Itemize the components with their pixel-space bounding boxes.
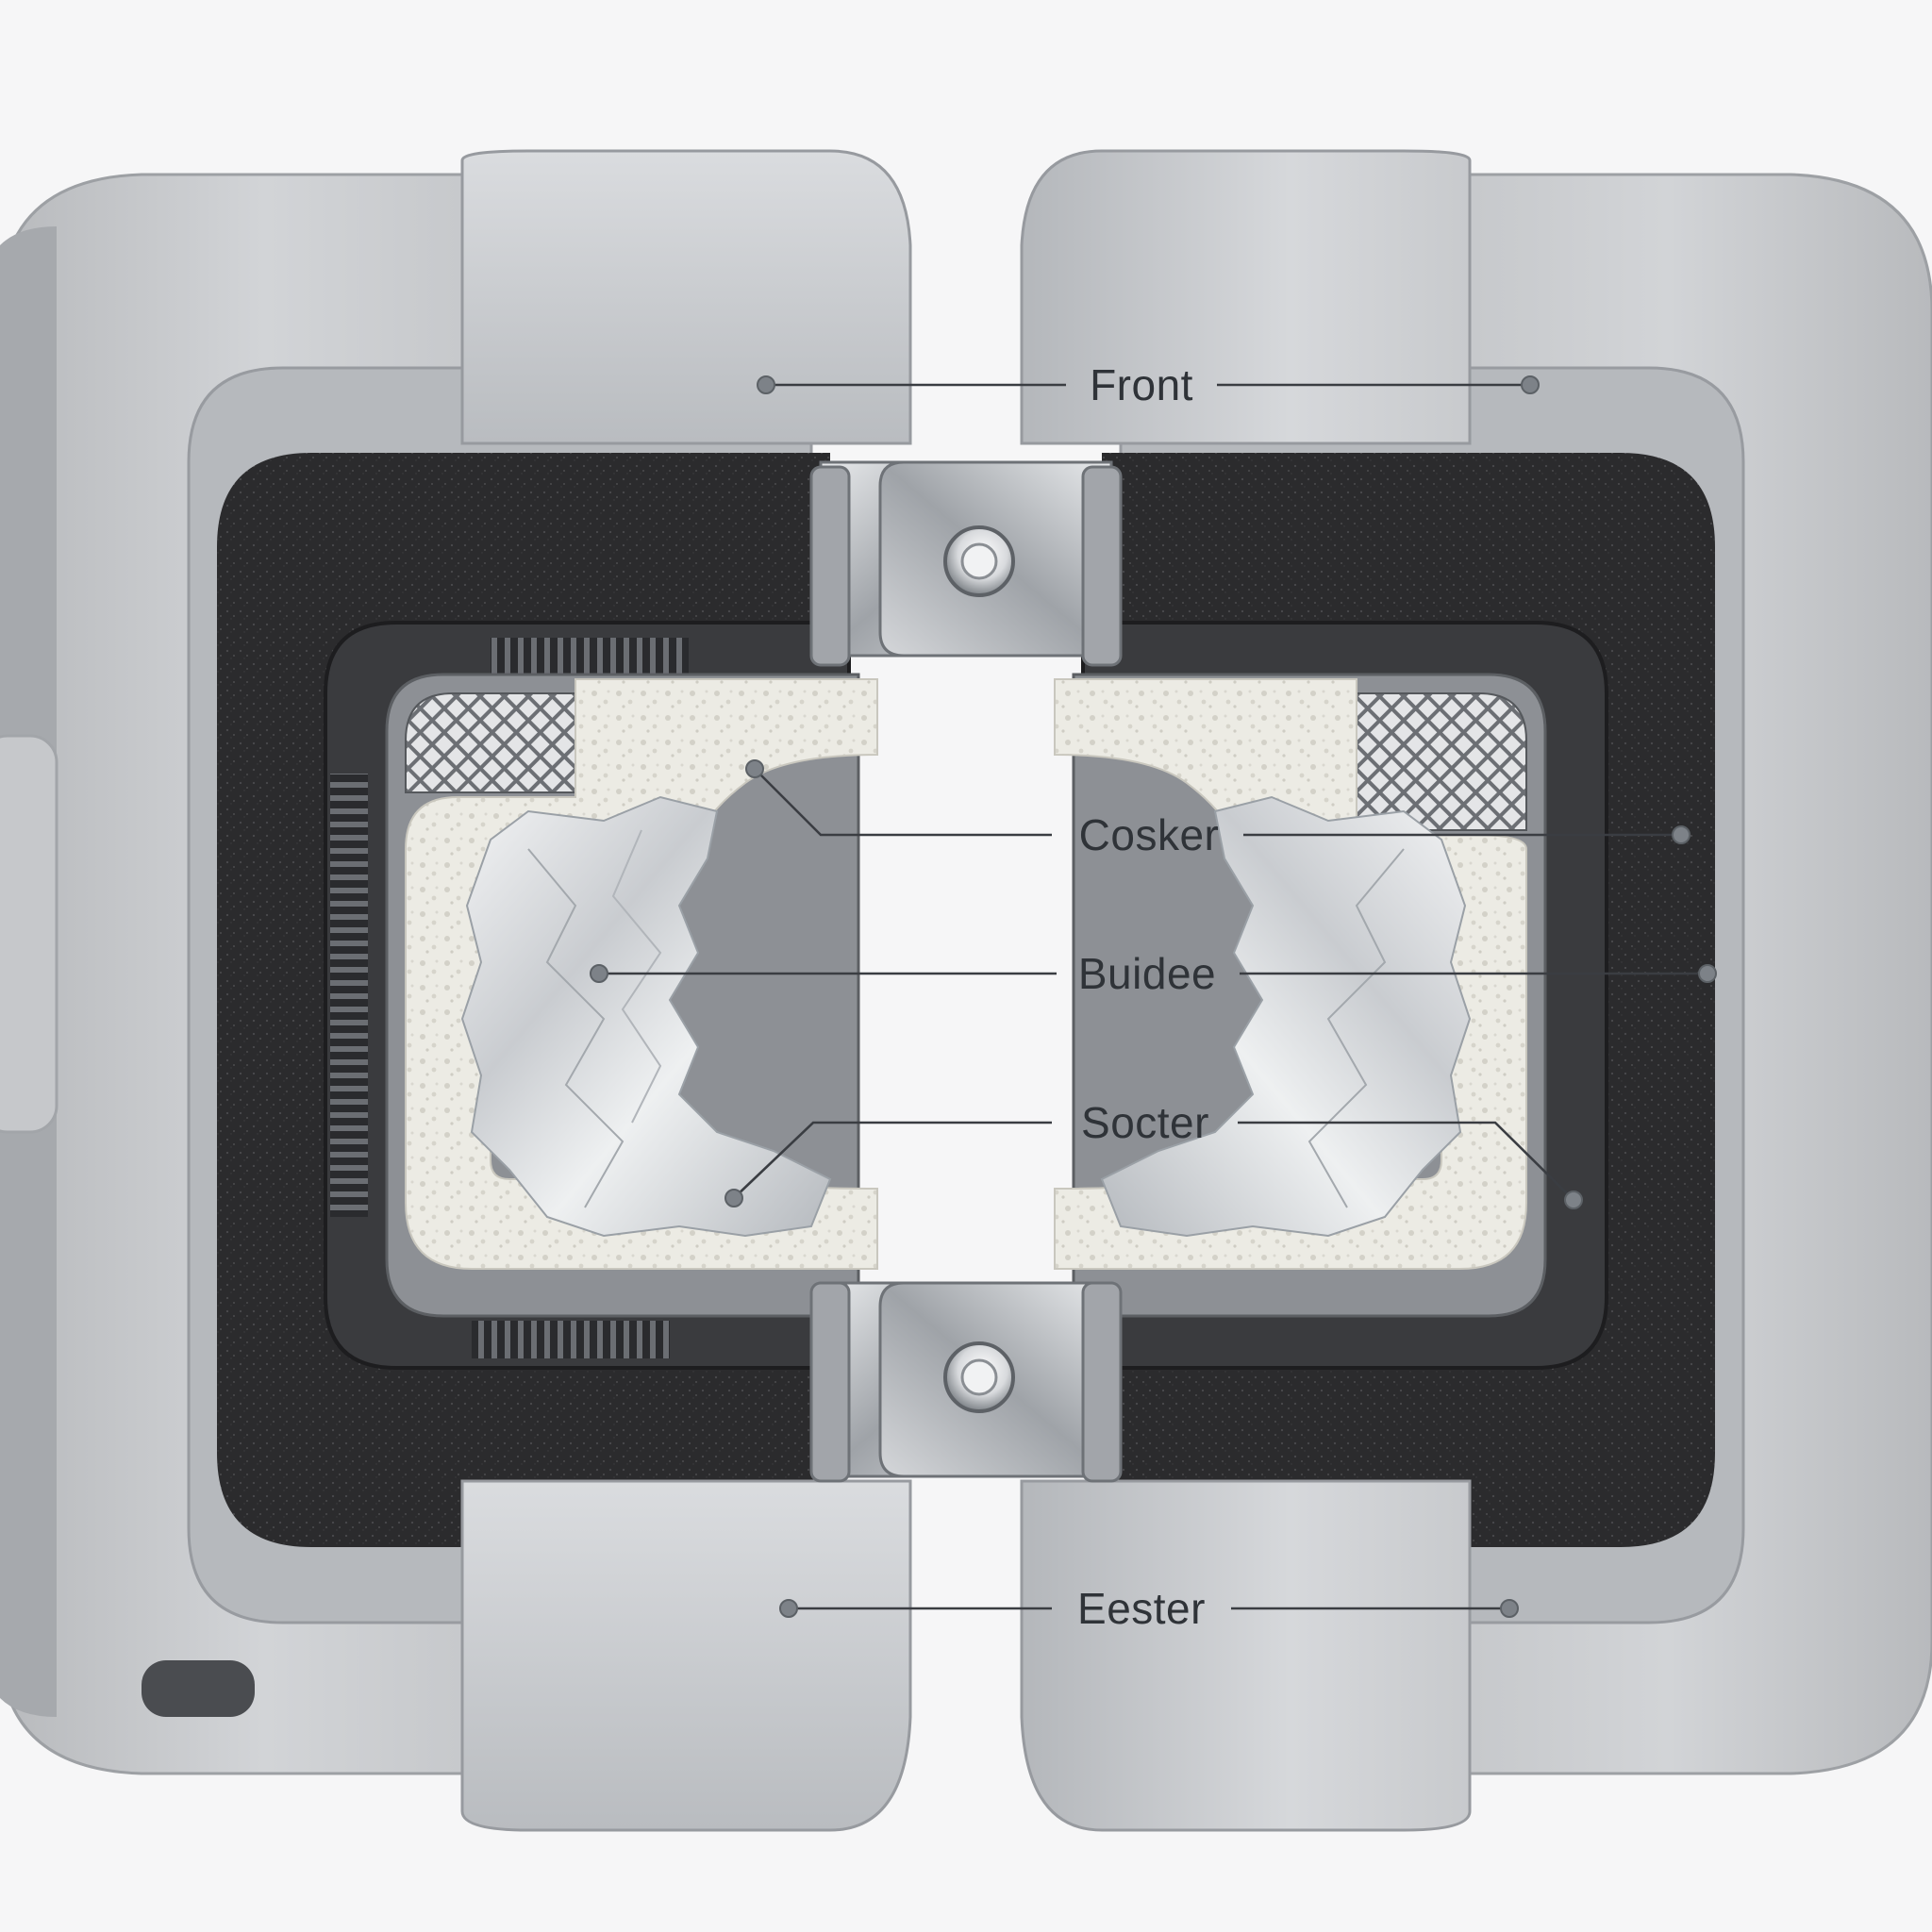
label-eester: Eester: [1077, 1584, 1206, 1633]
left-foil-insulation: [460, 795, 832, 1238]
left-bottom-cap: [460, 1479, 912, 1832]
callout-front: Front: [757, 360, 1540, 409]
left-unit: [0, 149, 1054, 1832]
callout-cosker: Cosker: [745, 759, 1690, 859]
callout-eester: Eester: [779, 1584, 1519, 1633]
label-buidee: Buidee: [1078, 949, 1216, 998]
left-side-panel: [0, 734, 58, 1134]
callout-socter: Socter: [724, 1098, 1583, 1209]
label-socter: Socter: [1081, 1098, 1209, 1147]
left-top-cap: [460, 149, 912, 445]
callout-buidee: Buidee: [590, 949, 1717, 998]
left-mesh-filter: [405, 692, 576, 793]
label-cosker: Cosker: [1079, 810, 1220, 859]
right-unit: [878, 149, 1932, 1832]
label-front: Front: [1090, 360, 1193, 409]
